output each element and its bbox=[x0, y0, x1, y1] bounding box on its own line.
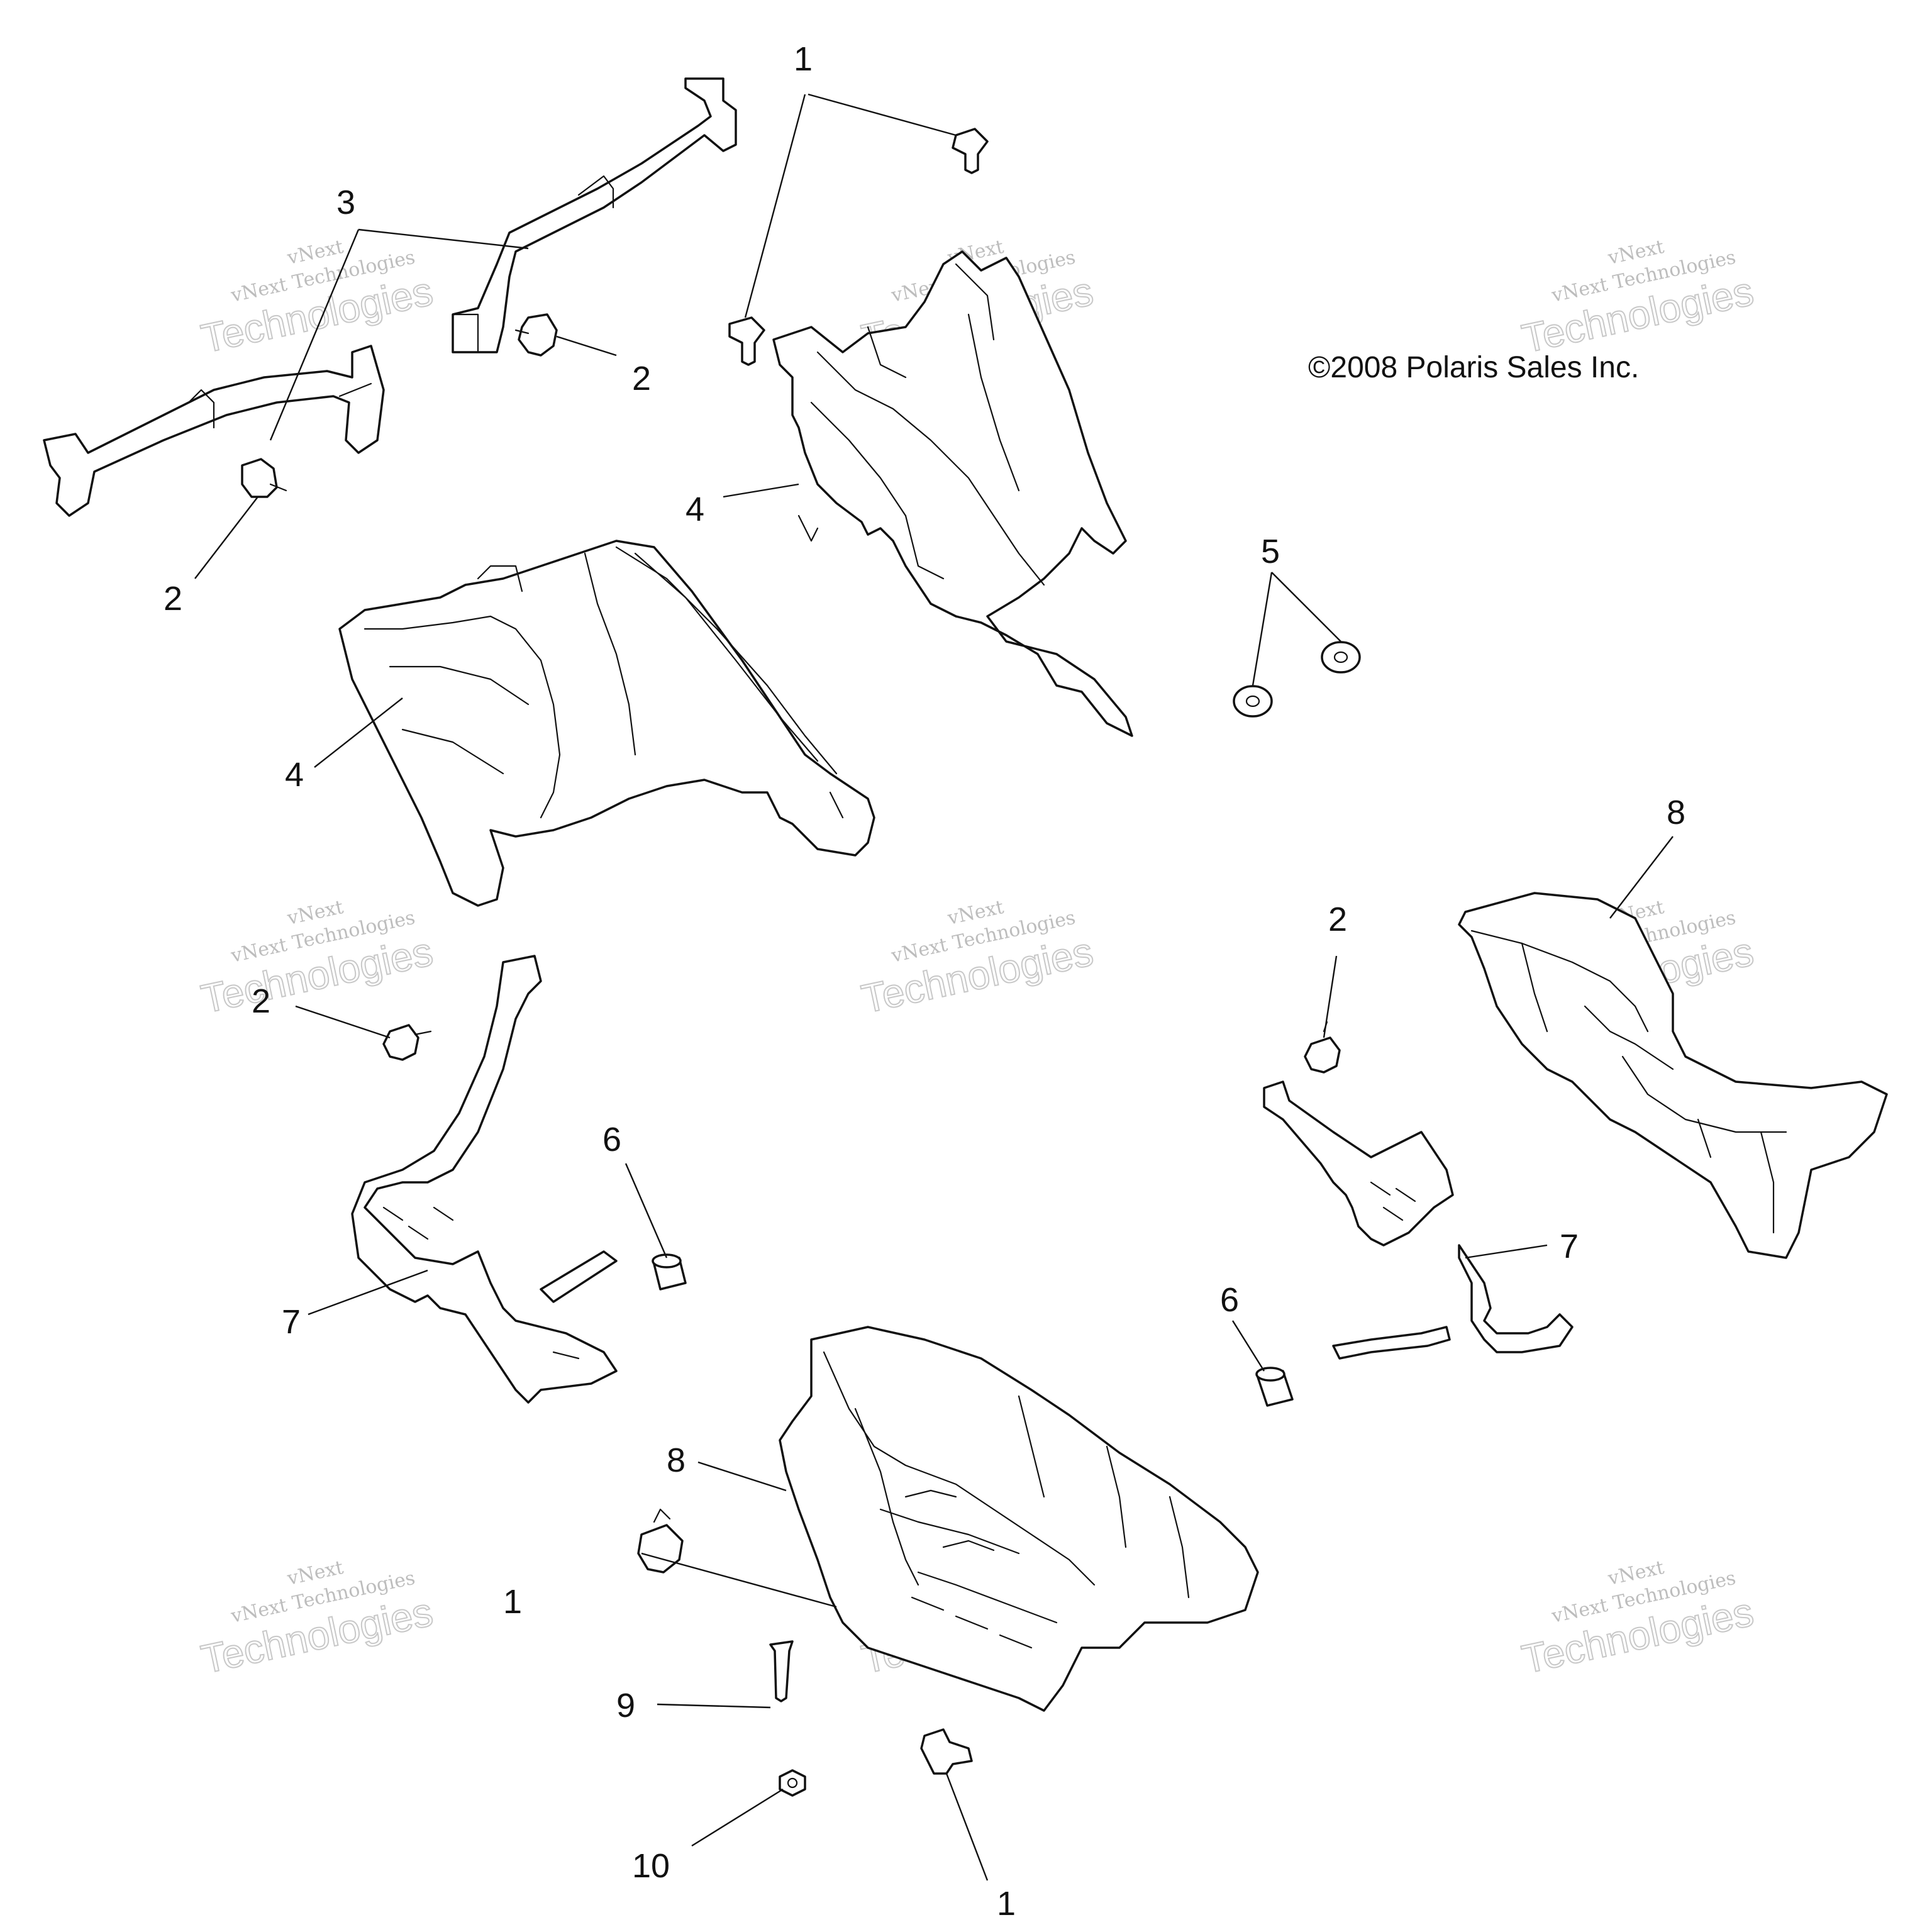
leader-1-top-a bbox=[808, 93, 957, 136]
leader-2-left bbox=[194, 496, 258, 579]
part-7-right-bracket bbox=[1263, 1080, 1574, 1360]
leader-9 bbox=[657, 1703, 771, 1709]
leader-5-b bbox=[1271, 572, 1341, 642]
callouts: 1 1 1 2 2 2 2 3 4 4 5 6 6 7 7 8 8 9 10 bbox=[164, 40, 1685, 1923]
leader-10 bbox=[691, 1788, 784, 1847]
leader-6-right bbox=[1231, 1320, 1265, 1372]
part-8-right-footwell bbox=[1458, 892, 1888, 1259]
part-4-lower-fender bbox=[338, 540, 875, 907]
part-2-fastener-upper bbox=[514, 313, 558, 357]
leader-1-top-b bbox=[744, 94, 806, 318]
watermark-bottom-right: vNext Technologies vNext Technologies bbox=[1518, 1557, 1758, 1683]
part-2-fastener-mid-left bbox=[382, 1024, 432, 1061]
leader-lines bbox=[194, 93, 1674, 1881]
leader-4-upper bbox=[723, 483, 799, 498]
part-2-fastener-left bbox=[241, 458, 287, 498]
callout-7-right: 7 bbox=[1560, 1228, 1579, 1265]
watermark-bottom-left: vNext Technologies vNext Technologies bbox=[197, 1557, 437, 1683]
callout-1-bottom: 1 bbox=[997, 1885, 1016, 1923]
leader-2-upper bbox=[556, 335, 617, 357]
callout-2-right: 2 bbox=[1328, 901, 1347, 938]
callout-1-left: 1 bbox=[503, 1583, 522, 1621]
callout-5: 5 bbox=[1261, 533, 1280, 570]
callout-3: 3 bbox=[336, 184, 355, 221]
part-1-rivet-left bbox=[637, 1508, 684, 1574]
leader-8-lower bbox=[697, 1461, 787, 1492]
leader-1-left bbox=[641, 1552, 837, 1608]
leader-7-left bbox=[308, 1269, 428, 1316]
callout-2-mid-left: 2 bbox=[252, 982, 270, 1020]
part-3-bracket-rail bbox=[43, 77, 737, 517]
callout-1-top: 1 bbox=[794, 40, 813, 78]
leader-6-left bbox=[625, 1163, 668, 1258]
callout-9: 9 bbox=[616, 1687, 635, 1724]
watermark-mid-center: vNext Technologies vNext Technologies bbox=[857, 896, 1097, 1023]
leader-1-bottom bbox=[945, 1773, 989, 1881]
part-2-fastener-right bbox=[1304, 1021, 1341, 1074]
callout-8-right: 8 bbox=[1667, 794, 1685, 831]
part-9-bolt bbox=[769, 1640, 794, 1702]
part-10-nut bbox=[779, 1769, 806, 1797]
callout-4-upper: 4 bbox=[686, 491, 704, 528]
callout-2-left: 2 bbox=[164, 580, 182, 618]
part-4-upper-fender bbox=[772, 250, 1133, 737]
leader-4-lower bbox=[314, 697, 403, 768]
callout-7-left: 7 bbox=[282, 1303, 301, 1341]
copyright-text: ©2008 Polaris Sales Inc. bbox=[1308, 351, 1639, 384]
leader-7-right bbox=[1465, 1244, 1548, 1259]
part-1-rivet-bottom bbox=[920, 1728, 973, 1775]
watermark-top-right: vNext Technologies vNext Technologies bbox=[1518, 236, 1758, 362]
callout-4-lower: 4 bbox=[285, 756, 304, 794]
leader-3-a bbox=[358, 228, 529, 250]
watermark-mid-left: vNext Technologies vNext Technologies bbox=[197, 896, 437, 1023]
callout-6-left: 6 bbox=[602, 1121, 621, 1158]
leader-3-b bbox=[269, 229, 360, 441]
leader-5-a bbox=[1252, 572, 1273, 686]
leader-2-mid-left bbox=[295, 1005, 391, 1039]
part-6-bushing-right bbox=[1255, 1367, 1294, 1407]
part-5-grommet-left bbox=[1233, 685, 1273, 718]
part-5-grommet-right bbox=[1321, 641, 1361, 674]
part-6-bushing-left bbox=[652, 1253, 687, 1291]
callout-8-lower: 8 bbox=[667, 1441, 686, 1479]
leader-8-right bbox=[1609, 836, 1674, 919]
callout-10: 10 bbox=[632, 1847, 670, 1885]
callout-6-right: 6 bbox=[1220, 1281, 1239, 1319]
leader-2-right bbox=[1323, 955, 1338, 1038]
callout-2-upper: 2 bbox=[632, 360, 651, 397]
part-1-rivet-mid bbox=[728, 316, 765, 366]
part-1-rivet-top bbox=[952, 128, 989, 174]
part-7-left-bracket bbox=[351, 955, 618, 1404]
part-8-lower-footwell bbox=[779, 1326, 1259, 1712]
